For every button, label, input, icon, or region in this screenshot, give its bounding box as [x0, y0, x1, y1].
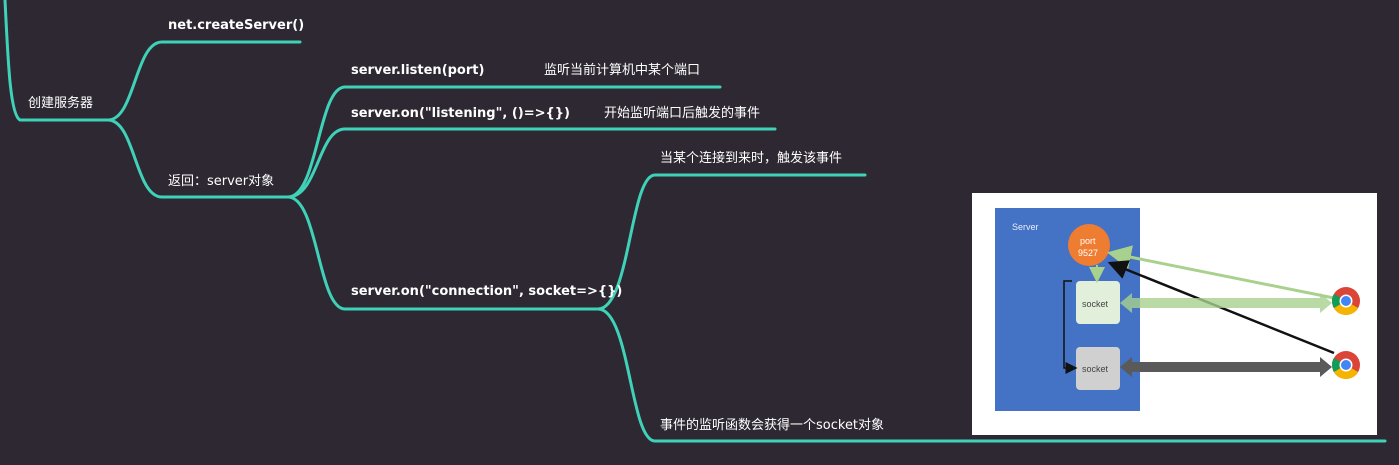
branch-create-server	[106, 40, 302, 122]
socket-diagram-figure: Server port 9527 socket socket	[972, 193, 1377, 435]
chrome-icon	[1332, 287, 1360, 315]
port-label: port	[1080, 236, 1096, 246]
branch-on-listening	[286, 127, 777, 199]
server-label: Server	[1012, 222, 1039, 232]
socket-diagram: Server port 9527 socket socket	[995, 208, 1360, 411]
on-connection-node: server.on("connection", socket=>{})	[351, 284, 623, 299]
socket-box-2	[1076, 347, 1120, 390]
branch-on-connection	[286, 195, 602, 311]
chrome-icon	[1332, 351, 1360, 379]
branch-root	[3, 0, 112, 122]
browser-1-to-port-line	[1107, 245, 1335, 300]
branch-conn-desc-1	[596, 173, 867, 311]
conn-desc-1-node: 当某个连接到来时，触发该事件	[660, 151, 843, 166]
return-server-node: 返回：server对象	[168, 174, 275, 189]
listen-node: server.listen(port)	[351, 63, 485, 78]
create-server-node: net.createServer()	[168, 18, 305, 33]
socket-1-double-arrow	[1120, 293, 1332, 313]
port-to-socket-2-connector	[1063, 280, 1078, 374]
root-node: 创建服务器	[28, 96, 94, 111]
socket-label-2: socket	[1082, 364, 1109, 374]
branch-return-server	[106, 118, 292, 199]
on-listening-node: server.on("listening", ()=>{})	[351, 106, 570, 121]
listen-desc-node: 监听当前计算机中某个端口	[544, 63, 701, 78]
socket-box-1	[1076, 281, 1120, 324]
branch-conn-desc-2	[596, 307, 1387, 443]
conn-desc-2-node: 事件的监听函数会获得一个socket对象	[660, 418, 885, 433]
branch-listen	[286, 85, 722, 199]
port-number: 9527	[1078, 248, 1098, 258]
port-circle	[1068, 224, 1110, 266]
socket-2-double-arrow	[1120, 357, 1332, 377]
on-listening-desc-node: 开始监听端口后触发的事件	[604, 106, 761, 121]
socket-label-1: socket	[1082, 299, 1109, 309]
